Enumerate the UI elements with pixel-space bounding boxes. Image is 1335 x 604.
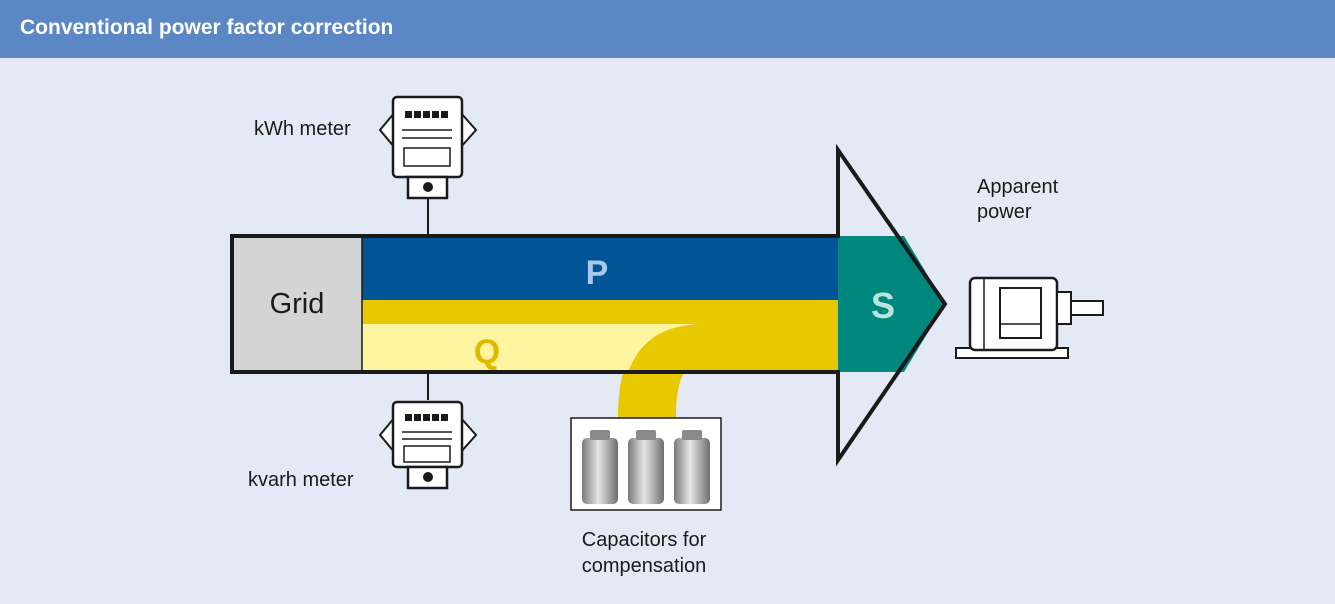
p-label: P <box>586 254 609 292</box>
capacitors-label-line1: Capacitors for <box>582 529 707 551</box>
p-band <box>362 236 838 300</box>
motor-icon <box>955 276 1104 359</box>
capacitors-label-line2: compensation <box>582 555 707 577</box>
page-title: Conventional power factor correction <box>20 16 394 39</box>
kvarh-meter-icon <box>378 372 478 490</box>
kwh-meter-icon <box>378 95 478 236</box>
apparent-power-label-line2: power <box>977 201 1032 223</box>
title-bar: Conventional power factor correction <box>0 0 1335 58</box>
grid-label: Grid <box>270 288 325 320</box>
flow-arrow-outline <box>230 143 948 467</box>
q-light-band <box>362 324 700 372</box>
kvarh-meter-label: kvarh meter <box>248 469 354 491</box>
s-label: S <box>871 285 895 326</box>
apparent-power-label-line1: Apparent <box>977 176 1059 198</box>
kwh-meter-label: kWh meter <box>254 118 351 140</box>
s-band <box>838 236 945 372</box>
capacitor-icon <box>570 417 722 511</box>
q-label: Q <box>474 333 500 371</box>
grid-box <box>232 236 362 372</box>
